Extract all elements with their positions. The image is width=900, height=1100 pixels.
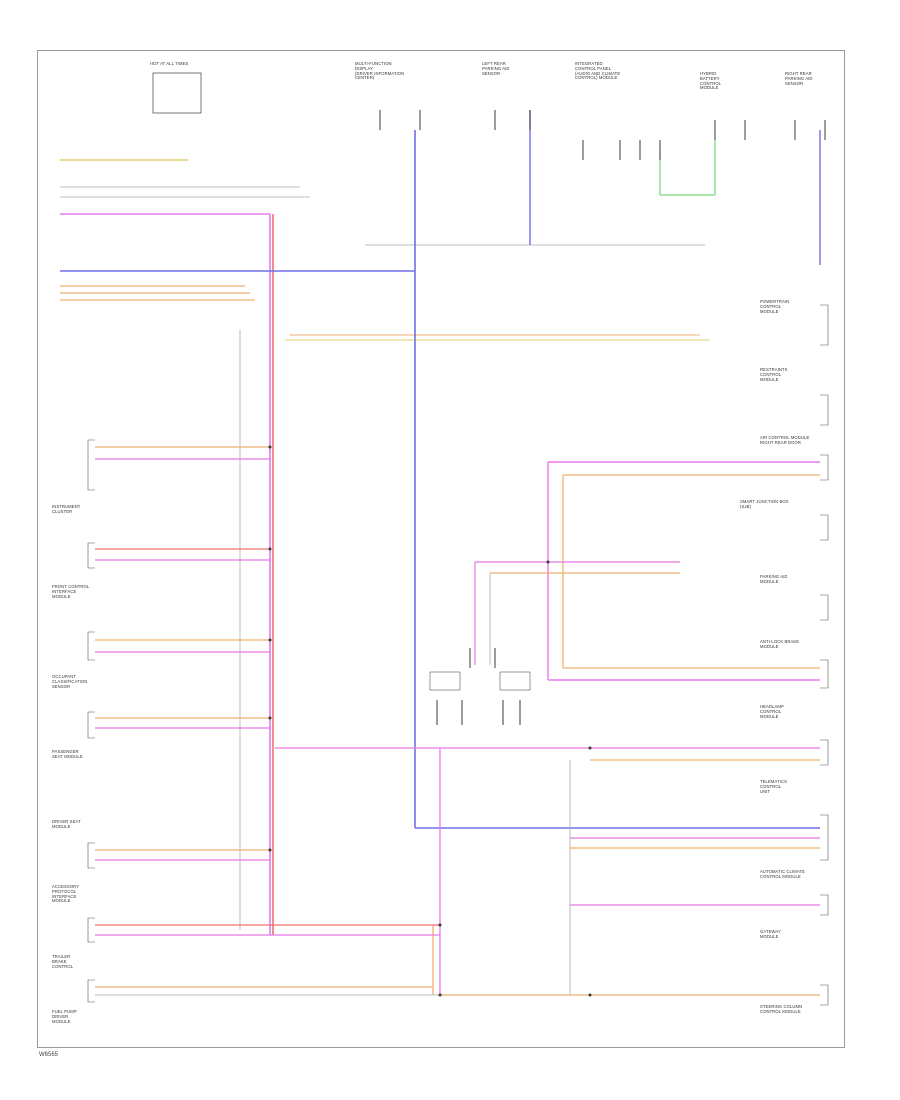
- block-label-left-1: INSTRUMENT CLUSTER: [52, 504, 81, 514]
- block-label-top-left-box: HOT AT ALL TIMES: [150, 61, 189, 66]
- block-label-left-7: TRAILER BRAKE CONTROL: [52, 954, 74, 969]
- block-label-right-3: AIR CONTROL MODULE RIGHT REAR DOOR: [760, 435, 810, 445]
- block-label-left-5: DRIVER SEAT MODULE: [52, 819, 81, 829]
- block-label-left-4: PASSENGER SEAT MODULE: [52, 749, 83, 759]
- connector-stubs: [379, 110, 826, 725]
- block-label-right-10: GATEWAY MODULE: [760, 929, 781, 939]
- block-label-left-3: OCCUPANT CLASSIFICATION SENSOR: [52, 674, 88, 689]
- block-label-right-4: SMART JUNCTION BOX (SJB): [740, 499, 789, 509]
- module-brackets-right: [820, 304, 829, 1006]
- block-label-top-right-1: INTEGRATED CONTROL PANEL (AUDIO AND CLIM…: [575, 61, 621, 81]
- splice-box-1: [429, 671, 461, 691]
- splice-box-2: [499, 671, 531, 691]
- diagram-code: W6565: [39, 1052, 59, 1058]
- connector-box-top-left: [152, 72, 202, 114]
- module-brackets-left: [87, 439, 95, 1003]
- block-label-top-mid-1: MULTI-FUNCTION DISPLAY (DRIVER INFORMATI…: [355, 61, 405, 81]
- splice-nodes: [268, 445, 592, 997]
- block-label-left-8: FUEL PUMP DRIVER MODULE: [52, 1009, 77, 1024]
- block-label-top-right-3: RIGHT REAR PARKING AID SENSOR: [785, 71, 813, 86]
- block-label-right-7: HEADLAMP CONTROL MODULE: [760, 704, 784, 719]
- block-label-right-8: TELEMATICS CONTROL UNIT: [760, 779, 787, 794]
- block-label-right-9: AUTOMATIC CLIMATE CONTROL MODULE: [760, 869, 805, 879]
- block-label-right-6: ANTI-LOCK BRAKE MODULE: [760, 639, 800, 649]
- block-label-top-right-2: HYBRID BATTERY CONTROL MODULE: [700, 71, 722, 91]
- block-label-left-6: ACCESSORY PROTOCOL INTERFACE MODULE: [52, 884, 80, 904]
- block-label-right-1: POWERTRAIN CONTROL MODULE: [760, 299, 790, 314]
- block-label-right-5: PARKING AID MODULE: [760, 574, 788, 584]
- block-label-right-11: STEERING COLUMN CONTROL MODULE: [760, 1004, 803, 1014]
- block-label-left-2: FRONT CONTROL INTERFACE MODULE: [52, 584, 90, 599]
- block-label-top-mid-2: LEFT REAR PARKING AID SENSOR: [482, 61, 510, 76]
- block-label-right-2: RESTRAINTS CONTROL MODULE: [760, 367, 788, 382]
